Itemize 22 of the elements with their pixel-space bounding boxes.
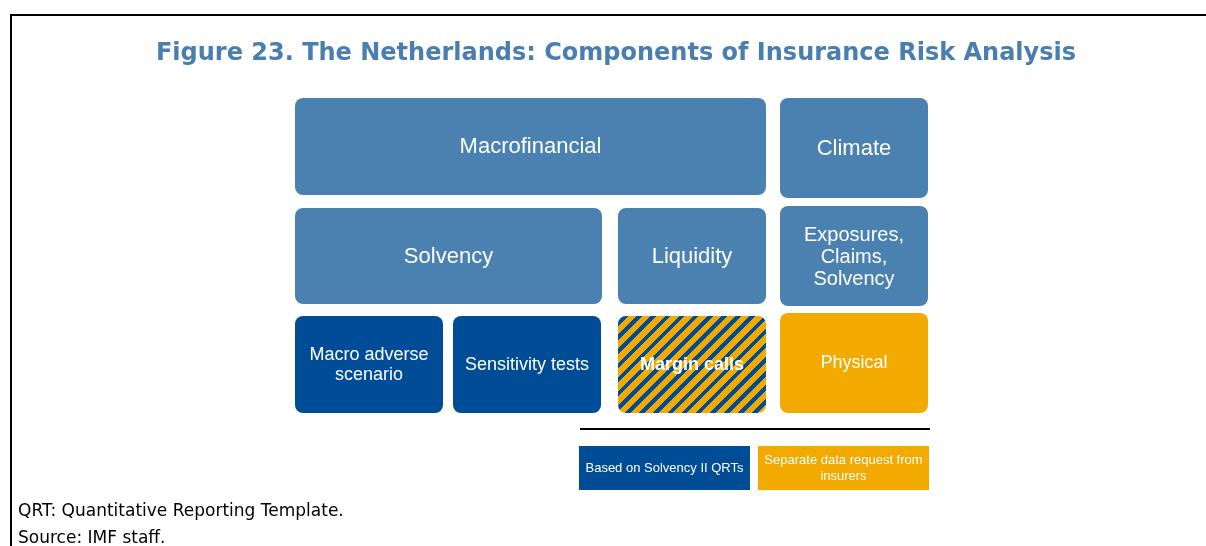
category-box	[295, 208, 602, 304]
category-box	[780, 98, 928, 198]
category-box	[618, 208, 766, 304]
category-box	[295, 98, 766, 195]
category-box	[295, 316, 443, 413]
category-box	[780, 313, 928, 413]
box-label: Macro adverse scenario	[308, 344, 430, 385]
box-label: Liquidity	[651, 243, 733, 269]
box-label: Sensitivity tests	[464, 354, 589, 375]
box-label: Solvency	[403, 243, 494, 269]
figure-title: Figure 23. The Netherlands: Components of Insurance Risk Analysis	[154, 38, 1078, 66]
legend-text: Based on Solvency II QRTs	[585, 459, 744, 477]
box-label: Climate	[816, 135, 892, 161]
legend-text: Separate data request from insurers	[763, 451, 924, 485]
box-label: Macrofinancial	[459, 134, 602, 159]
category-box	[618, 316, 766, 413]
category-box	[453, 316, 601, 413]
box-label: Physical	[820, 353, 888, 373]
footnote: QRT: Quantitative Reporting Template.	[18, 500, 344, 520]
footnote: Source: IMF staff.	[18, 527, 166, 546]
box-label: Exposures, Claims, Solvency	[802, 223, 906, 289]
category-box	[780, 206, 928, 306]
